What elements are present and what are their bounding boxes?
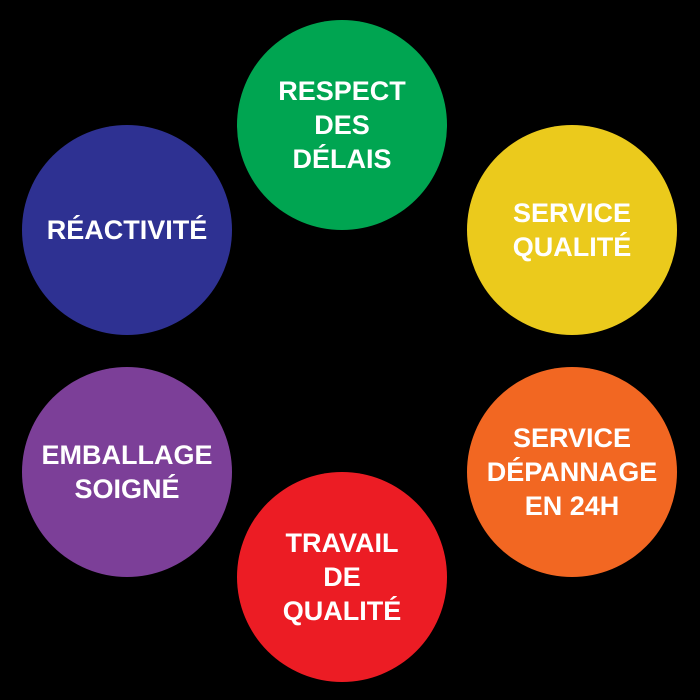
label-line: RESPECT bbox=[278, 76, 406, 106]
circle-label: RÉACTIVITÉ bbox=[47, 213, 208, 247]
label-line: DÉPANNAGE bbox=[486, 457, 658, 487]
label-line: DÉLAIS bbox=[292, 144, 392, 174]
label-line: SERVICE bbox=[512, 423, 632, 453]
label-line: QUALITÉ bbox=[282, 596, 402, 626]
circle-reactivite: RÉACTIVITÉ bbox=[22, 125, 232, 335]
circle-label: TRAVAIL DE QUALITÉ bbox=[283, 526, 402, 628]
circle-label: SERVICE QUALITÉ bbox=[513, 196, 632, 264]
label-line: DES bbox=[314, 110, 370, 140]
circle-label: EMBALLAGE SOIGNÉ bbox=[42, 438, 213, 506]
circle-label: RESPECT DES DÉLAIS bbox=[278, 74, 406, 176]
circle-label: SERVICE DÉPANNAGE EN 24H bbox=[487, 421, 658, 523]
label-line: SERVICE bbox=[512, 198, 632, 228]
label-line: EMBALLAGE bbox=[41, 440, 213, 470]
label-line: TRAVAIL bbox=[285, 528, 399, 558]
label-line: DE bbox=[323, 562, 361, 592]
circle-respect-des-delais: RESPECT DES DÉLAIS bbox=[237, 20, 447, 230]
circle-travail-de-qualite: TRAVAIL DE QUALITÉ bbox=[237, 472, 447, 682]
circle-service-depannage: SERVICE DÉPANNAGE EN 24H bbox=[467, 367, 677, 577]
label-line: RÉACTIVITÉ bbox=[46, 215, 208, 245]
label-line: SOIGNÉ bbox=[74, 474, 180, 504]
circle-emballage-soigne: EMBALLAGE SOIGNÉ bbox=[22, 367, 232, 577]
label-line: EN 24H bbox=[524, 491, 620, 521]
circle-service-qualite: SERVICE QUALITÉ bbox=[467, 125, 677, 335]
label-line: QUALITÉ bbox=[512, 232, 632, 262]
